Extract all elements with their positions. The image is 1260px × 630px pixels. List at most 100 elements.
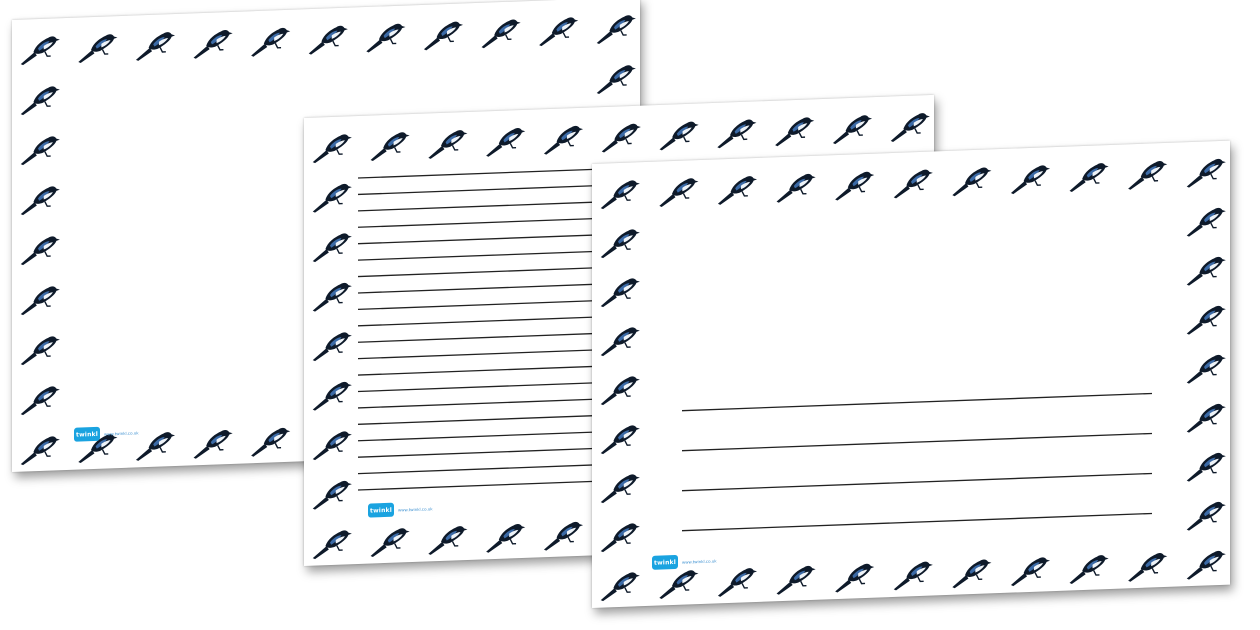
magpie-icon xyxy=(20,236,60,266)
magpie-icon xyxy=(539,17,579,47)
magpie-icon xyxy=(890,113,930,142)
twinkl-logo-mark: twinkl xyxy=(74,426,100,442)
magpie-icon xyxy=(893,169,933,199)
ruled-line xyxy=(358,250,594,261)
ruled-line xyxy=(358,447,594,458)
magpie-icon xyxy=(543,521,584,551)
logo-url: www.twinkl.co.uk xyxy=(682,557,717,565)
ruled-line xyxy=(358,168,594,179)
logo-url: www.twinkl.co.uk xyxy=(104,429,139,437)
magpie-icon xyxy=(600,572,640,602)
magpie-icon xyxy=(193,30,233,59)
magpie-icon xyxy=(1186,354,1226,384)
magpie-icon xyxy=(1186,403,1226,433)
magpie-icon xyxy=(776,173,816,203)
magpie-icon xyxy=(370,528,410,558)
magpie-icon xyxy=(600,327,640,357)
magpie-icon xyxy=(20,36,60,66)
magpie-icon xyxy=(835,171,875,201)
ruled-line xyxy=(358,300,594,311)
magpie-icon xyxy=(481,19,521,49)
magpie-icon xyxy=(659,178,699,207)
ruled-line xyxy=(358,234,594,245)
magpie-icon xyxy=(135,432,176,461)
logo-url: www.twinkl.co.uk xyxy=(398,505,433,513)
magpie-icon xyxy=(717,119,757,149)
twinkl-logo: twinkl www.twinkl.co.uk xyxy=(74,425,139,442)
magpie-icon xyxy=(486,128,526,157)
magpie-icon xyxy=(893,561,933,591)
ruled-line xyxy=(358,398,594,409)
magpie-icon xyxy=(1069,555,1109,584)
magpie-icon xyxy=(78,34,118,64)
ruled-line xyxy=(358,415,594,425)
magpie-icon xyxy=(600,474,640,504)
ruled-line xyxy=(358,217,594,228)
magpie-icon xyxy=(312,282,352,312)
magpie-icon xyxy=(659,121,699,151)
twinkl-logo: twinkl www.twinkl.co.uk xyxy=(368,501,433,518)
magpie-icon xyxy=(835,563,875,593)
magpie-icon xyxy=(717,176,758,205)
magpie-icon xyxy=(1186,158,1226,188)
magpie-icon xyxy=(600,425,640,455)
ruled-line xyxy=(358,332,594,343)
magpie-icon xyxy=(312,381,352,411)
magpie-icon xyxy=(600,180,640,210)
magpie-icon xyxy=(1186,501,1226,531)
ruled-line xyxy=(358,365,594,376)
magpie-icon xyxy=(1186,452,1226,482)
magpie-icon xyxy=(717,568,758,597)
magpie-icon xyxy=(312,233,352,263)
magpie-icon xyxy=(486,524,526,553)
ruled-line xyxy=(682,432,1152,452)
magpie-icon xyxy=(78,434,118,464)
magpie-icon xyxy=(601,123,641,153)
magpie-icon xyxy=(20,386,60,416)
magpie-icon xyxy=(543,125,584,155)
ruled-line xyxy=(682,472,1152,492)
sheet-picture-lines: twinkl www.twinkl.co.uk xyxy=(592,140,1230,609)
twinkl-logo-mark: twinkl xyxy=(368,502,394,518)
magpie-icon xyxy=(312,530,352,560)
ruled-line xyxy=(358,382,594,393)
magpie-icon xyxy=(251,27,291,57)
magpie-icon xyxy=(775,117,815,147)
ruled-line xyxy=(358,283,594,294)
magpie-icon xyxy=(312,332,352,362)
magpie-icon xyxy=(428,130,468,159)
magpie-icon xyxy=(20,186,60,216)
magpie-icon xyxy=(193,430,233,459)
ruled-line xyxy=(682,512,1152,532)
magpie-icon xyxy=(952,167,992,197)
magpie-icon xyxy=(600,229,640,259)
magpie-icon xyxy=(1186,256,1226,286)
magpie-icon xyxy=(308,25,348,55)
magpie-icon xyxy=(1010,557,1051,587)
magpie-border xyxy=(600,158,1226,602)
ruled-line xyxy=(682,392,1152,412)
ruled-line xyxy=(358,431,594,442)
twinkl-logo: twinkl www.twinkl.co.uk xyxy=(652,553,717,570)
magpie-icon xyxy=(776,565,816,595)
twinkl-logo-mark: twinkl xyxy=(652,554,678,570)
magpie-icon xyxy=(600,278,640,308)
magpie-icon xyxy=(20,86,60,116)
magpie-icon xyxy=(952,559,992,589)
magpie-icon xyxy=(423,21,464,51)
magpie-icon xyxy=(312,431,352,461)
magpie-icon xyxy=(312,183,352,213)
magpie-icon xyxy=(659,570,699,599)
magpie-icon xyxy=(600,523,640,553)
magpie-icon xyxy=(1128,553,1168,582)
magpie-icon xyxy=(366,23,406,53)
magpie-icon xyxy=(832,115,873,145)
ruled-line xyxy=(358,267,594,278)
magpie-icon xyxy=(251,427,291,457)
magpie-icon xyxy=(370,132,410,162)
magpie-icon xyxy=(600,376,640,406)
magpie-icon xyxy=(20,336,60,366)
magpie-icon xyxy=(20,436,60,466)
magpie-icon xyxy=(1186,550,1226,580)
